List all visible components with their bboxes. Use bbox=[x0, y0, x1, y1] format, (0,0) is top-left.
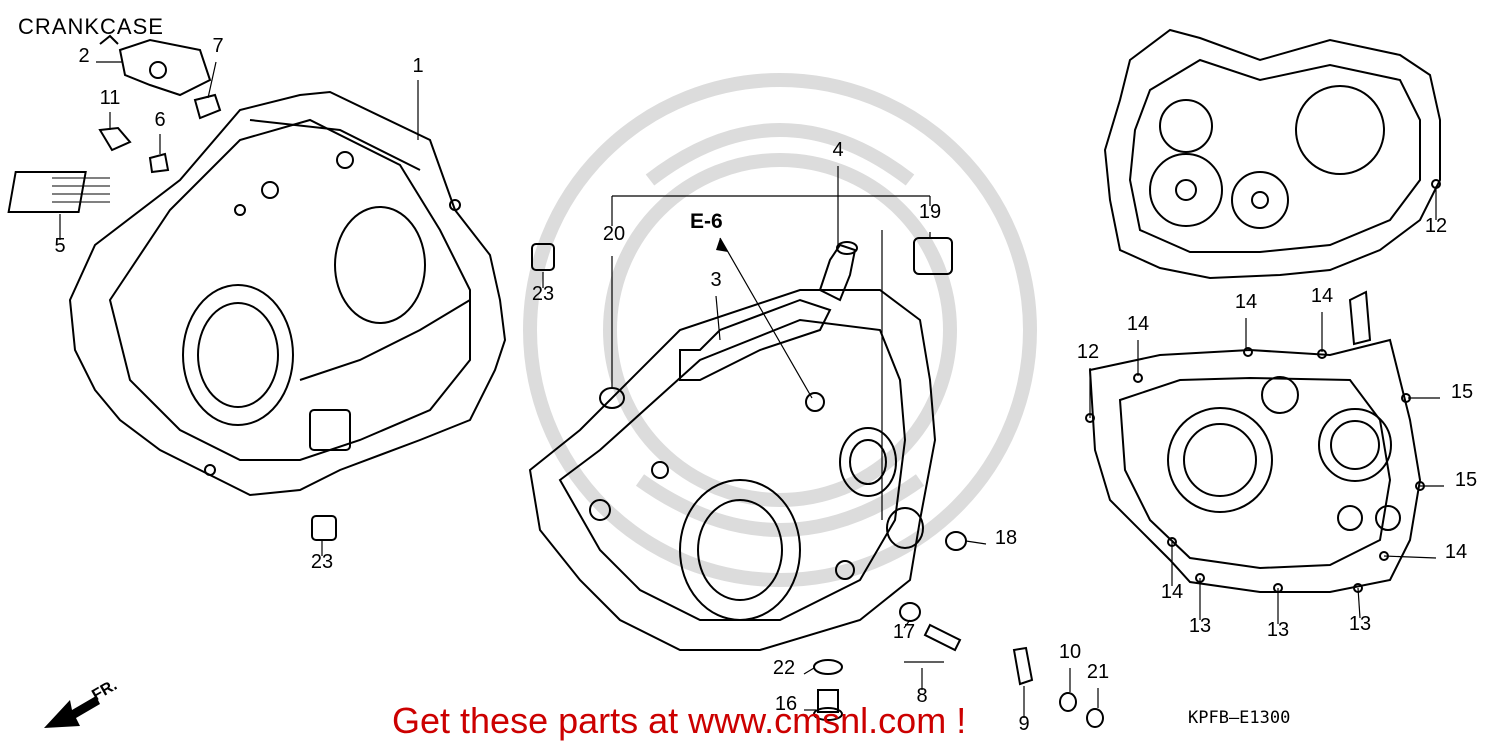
part-label-6: 6 bbox=[154, 109, 165, 131]
part-label-14: 14 bbox=[1161, 581, 1183, 603]
part-label-12: 12 bbox=[1077, 341, 1099, 363]
part-label-13: 13 bbox=[1349, 613, 1371, 635]
promo-link[interactable]: Get these parts at www.cmsnl.com ! bbox=[392, 700, 967, 741]
part-label-8: 8 bbox=[916, 685, 927, 707]
part-label-2: 2 bbox=[78, 45, 89, 67]
part-label-16: 16 bbox=[775, 693, 797, 715]
diagram-title: CRANKCASE bbox=[18, 14, 164, 39]
part-label-15: 15 bbox=[1451, 381, 1473, 403]
upper-gasket bbox=[1103, 28, 1441, 280]
part-label-23: 23 bbox=[532, 283, 554, 305]
part-label-13: 13 bbox=[1189, 615, 1211, 637]
lower-gasket bbox=[1085, 290, 1425, 593]
part-label-1: 1 bbox=[412, 55, 423, 77]
reference-arrow bbox=[716, 238, 728, 252]
part-label-21: 21 bbox=[1087, 661, 1109, 683]
part-label-22: 22 bbox=[773, 657, 795, 679]
part-label-12: 12 bbox=[1425, 215, 1447, 237]
part-label-23: 23 bbox=[311, 551, 333, 573]
center-crankcase-half bbox=[528, 241, 937, 651]
left-crankcase-half bbox=[68, 90, 507, 497]
reference-label: E-6 bbox=[690, 210, 723, 233]
leader-lines bbox=[59, 61, 1444, 718]
part-label-18: 18 bbox=[995, 527, 1017, 549]
watermark-logo bbox=[523, 73, 1037, 587]
part-label-9: 9 bbox=[1018, 713, 1029, 735]
part-label-5: 5 bbox=[54, 235, 65, 257]
diagram-code: KPFB—E1300 bbox=[1188, 708, 1291, 728]
part-label-14: 14 bbox=[1311, 285, 1333, 307]
part-label-10: 10 bbox=[1059, 641, 1081, 663]
part-label-4: 4 bbox=[832, 139, 843, 161]
part-label-14: 14 bbox=[1127, 313, 1149, 335]
part-label-17: 17 bbox=[893, 621, 915, 643]
part-label-7: 7 bbox=[212, 35, 223, 57]
part-label-19: 19 bbox=[919, 201, 941, 223]
front-direction-arrow bbox=[44, 696, 100, 728]
part-label-14: 14 bbox=[1445, 541, 1467, 563]
center-small-parts bbox=[599, 237, 1104, 728]
part-label-3: 3 bbox=[710, 269, 721, 291]
left-small-parts bbox=[7, 34, 555, 541]
part-label-11: 11 bbox=[100, 87, 121, 109]
part-label-14: 14 bbox=[1235, 291, 1257, 313]
part-label-13: 13 bbox=[1267, 619, 1289, 641]
part-label-20: 20 bbox=[603, 223, 625, 245]
part-label-15: 15 bbox=[1455, 469, 1477, 491]
